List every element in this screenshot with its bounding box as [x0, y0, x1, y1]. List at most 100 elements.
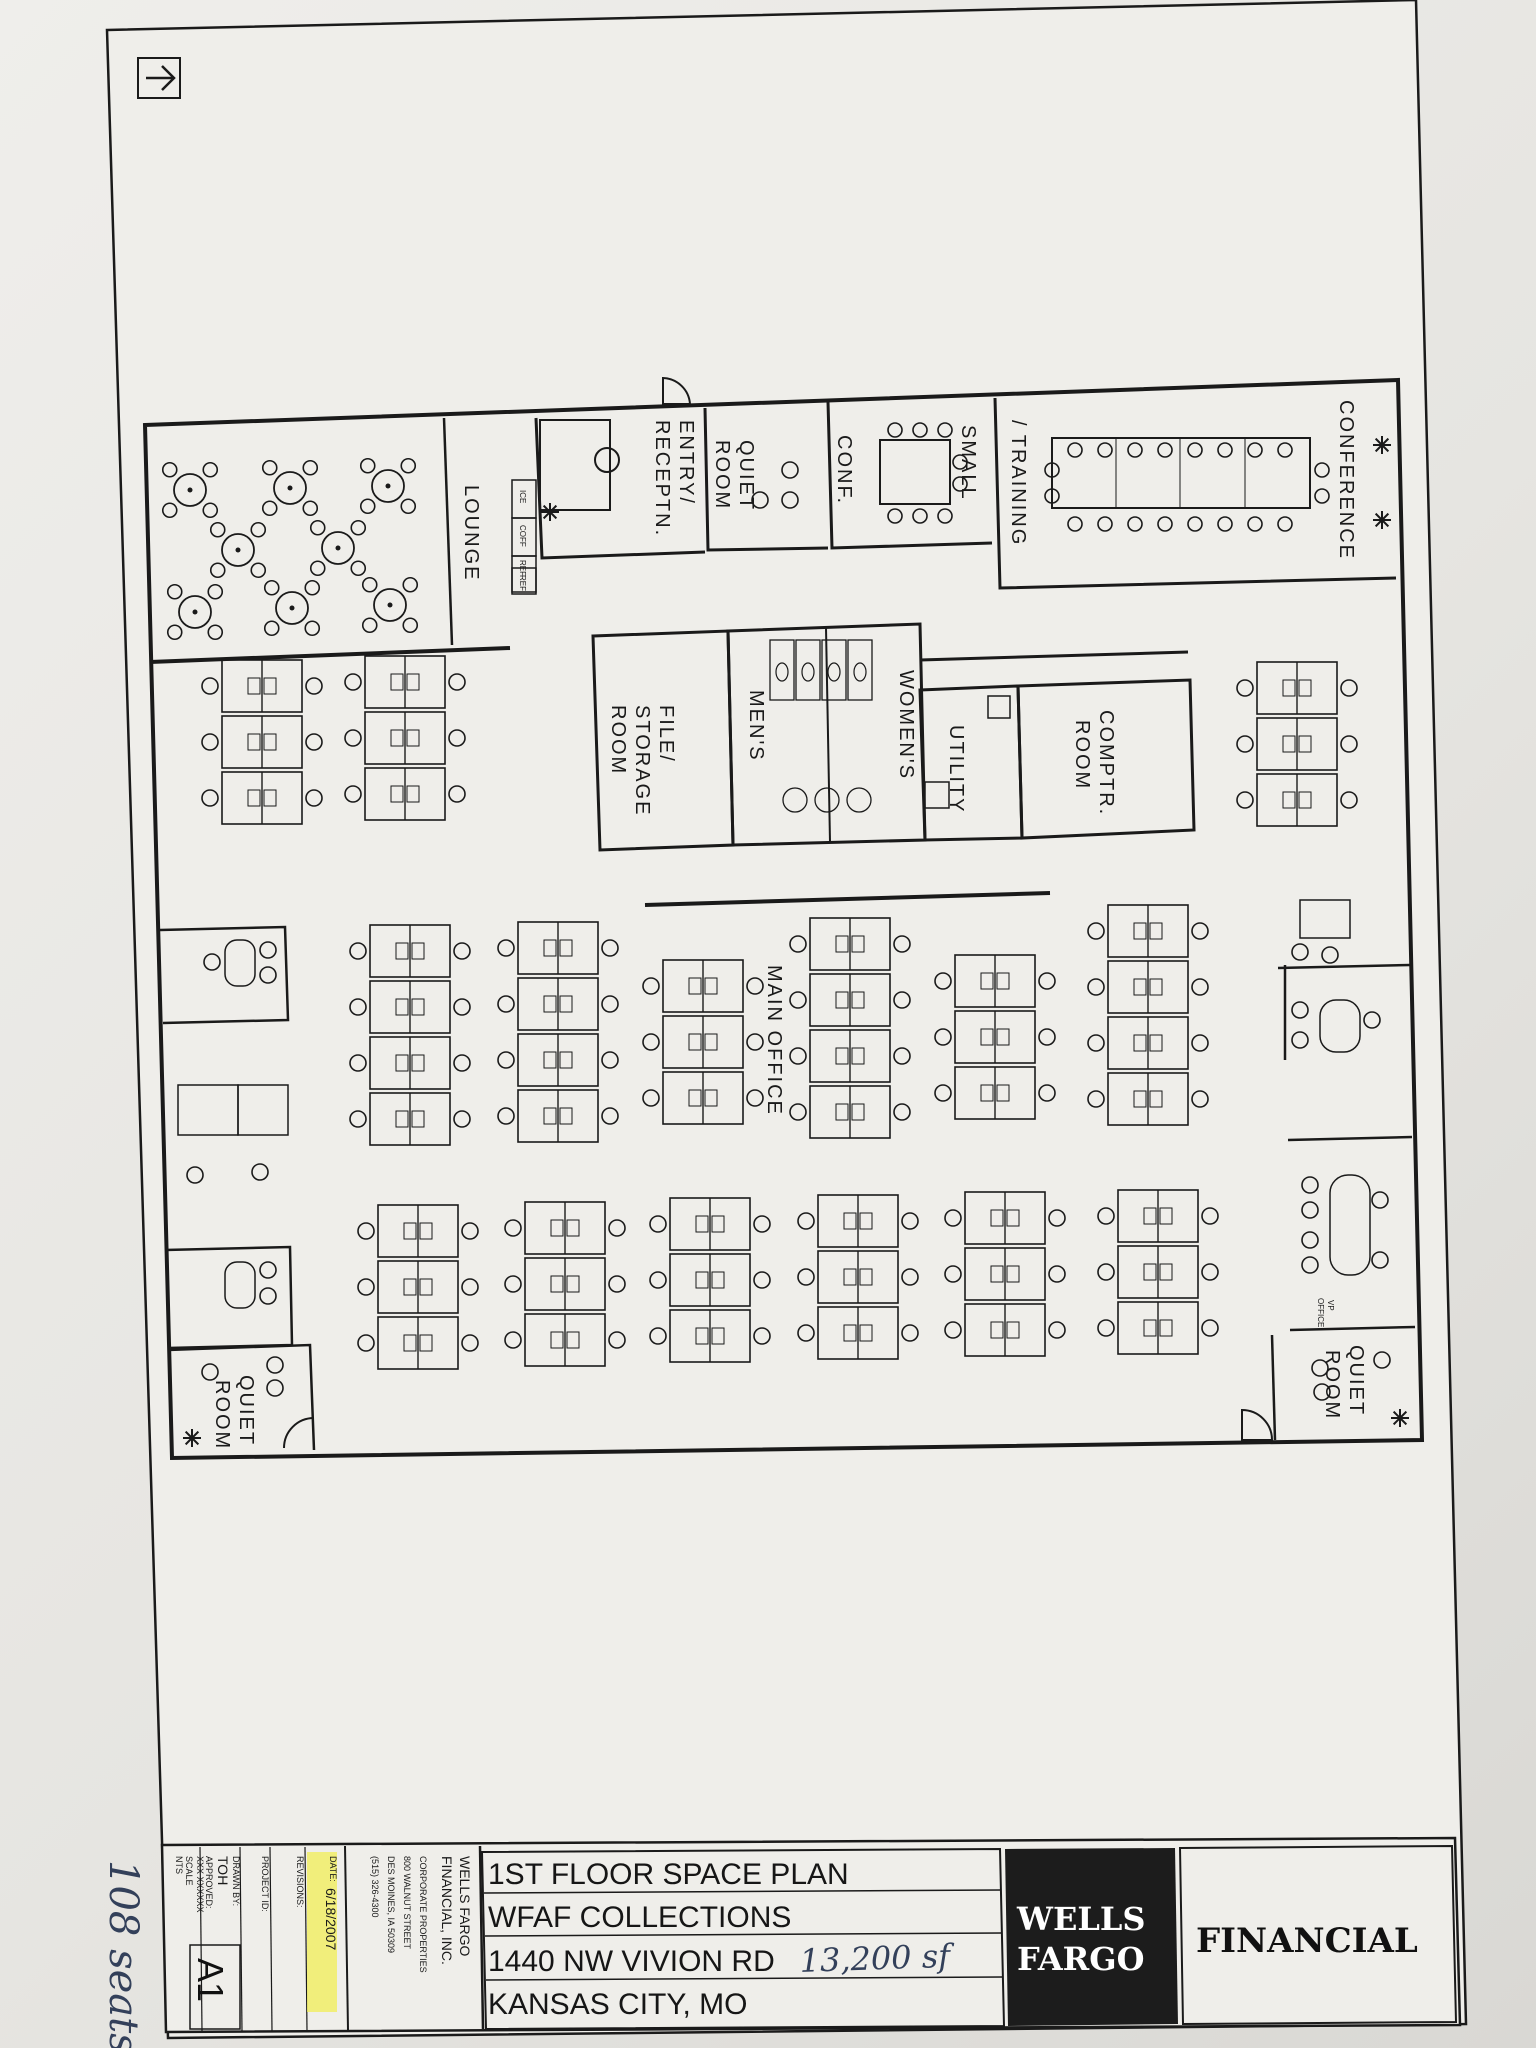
chair: [789, 1103, 807, 1121]
chair: [789, 1047, 807, 1065]
chair: [344, 673, 362, 691]
table-center: [335, 545, 341, 551]
sink: [782, 787, 808, 813]
main-office-partition: [644, 891, 1051, 907]
label-revisions: REVISIONS:: [295, 1856, 305, 1908]
room-label-quiet-right-2: ROOM: [1321, 1350, 1343, 1420]
table-center: [385, 483, 391, 489]
chair: [504, 1331, 522, 1349]
monitor: [704, 1089, 718, 1107]
stall: [795, 639, 821, 701]
room-label-quiet-right-1: QUIET: [1345, 1345, 1367, 1416]
sheet-number: A1: [190, 1958, 231, 2002]
chair: [261, 500, 278, 517]
chair: [1314, 488, 1330, 504]
chair: [1291, 1001, 1309, 1019]
monitor: [406, 785, 420, 803]
chair: [461, 1278, 479, 1296]
monitor: [1006, 1265, 1020, 1283]
monitor: [835, 991, 849, 1009]
monitor: [851, 991, 865, 1009]
company-line-6: (515) 326-4300: [370, 1856, 380, 1918]
monitor: [1298, 791, 1312, 809]
chair: [207, 624, 224, 641]
plant-leaf: [1399, 1410, 1408, 1419]
table-center: [192, 609, 198, 615]
chair: [797, 1324, 815, 1342]
chair: [453, 1110, 471, 1128]
chair: [448, 729, 466, 747]
monitor: [559, 995, 573, 1013]
monitor: [559, 939, 573, 957]
chair: [1236, 735, 1254, 753]
chair: [304, 620, 321, 637]
chair: [302, 459, 319, 476]
monitor: [1159, 1263, 1173, 1281]
small-conf-chairs: [887, 422, 968, 524]
quiet-room-chairs: [751, 461, 799, 509]
room-label-quiet-top-1: QUIET: [735, 440, 757, 511]
chair: [203, 953, 221, 971]
chair: [357, 1278, 375, 1296]
monitor: [1149, 1090, 1163, 1108]
chair: [912, 422, 928, 438]
chair: [1314, 462, 1330, 478]
sink: [846, 787, 872, 813]
chair: [186, 1166, 204, 1184]
room-label-training: / TRAINING: [1007, 420, 1029, 546]
chair: [1201, 1207, 1219, 1225]
chair: [1157, 516, 1173, 532]
monitor: [263, 677, 277, 695]
handwritten-area: 13,200 sf: [799, 1937, 956, 1980]
chair: [1301, 1256, 1319, 1274]
table-center: [187, 487, 193, 493]
desk: [1329, 1174, 1371, 1276]
chair: [893, 935, 911, 953]
plant-leaf: [1374, 444, 1383, 453]
chair: [497, 1051, 515, 1069]
title-line-1: 1ST FLOOR SPACE PLAN: [488, 1858, 849, 1891]
plant-leaf: [1392, 1417, 1401, 1426]
monitor: [990, 1321, 1004, 1339]
chair: [1097, 516, 1113, 532]
chair: [944, 1209, 962, 1227]
chair: [250, 562, 267, 579]
chair: [349, 1054, 367, 1072]
financial-label: FINANCIAL: [1196, 1921, 1418, 1961]
monitor: [559, 1051, 573, 1069]
title-line-4: KANSAS CITY, MO: [488, 1988, 748, 2021]
table: [321, 531, 355, 565]
table-center: [235, 547, 241, 553]
chair: [642, 1033, 660, 1051]
chair: [1191, 1090, 1209, 1108]
chair: [1048, 1321, 1066, 1339]
plant-leaf: [1381, 437, 1390, 446]
chair: [209, 562, 226, 579]
monitor: [1159, 1207, 1173, 1225]
desk: [1319, 999, 1361, 1053]
title-line-3: 1440 NW VIVION RD: [488, 1945, 775, 1978]
chair: [259, 1261, 277, 1279]
monitor: [695, 1271, 709, 1289]
monitor: [851, 1047, 865, 1065]
chair: [901, 1268, 919, 1286]
chair: [1313, 1383, 1331, 1401]
chair: [1048, 1265, 1066, 1283]
monitor: [711, 1271, 725, 1289]
chair: [349, 998, 367, 1016]
monitor: [980, 972, 994, 990]
title-block: A1 PROJECT ID: DRAWN BY: TOH APPROVED: X…: [160, 1836, 1462, 2034]
table-center: [287, 485, 293, 491]
room-label-conf: CONF.: [833, 435, 855, 505]
plant-leaf: [184, 1430, 193, 1439]
chair: [201, 733, 219, 751]
room-label-utility: UTILITY: [945, 725, 967, 813]
chair: [359, 457, 376, 474]
plant-leaf: [1374, 437, 1383, 446]
right-offices: QUIET ROOM VP OFFICE: [1241, 899, 1416, 1441]
plant-leaf: [1399, 1417, 1408, 1426]
chair: [887, 508, 903, 524]
label-project: PROJECT ID:: [260, 1856, 270, 1912]
chair: [781, 461, 799, 479]
table: [221, 533, 255, 567]
